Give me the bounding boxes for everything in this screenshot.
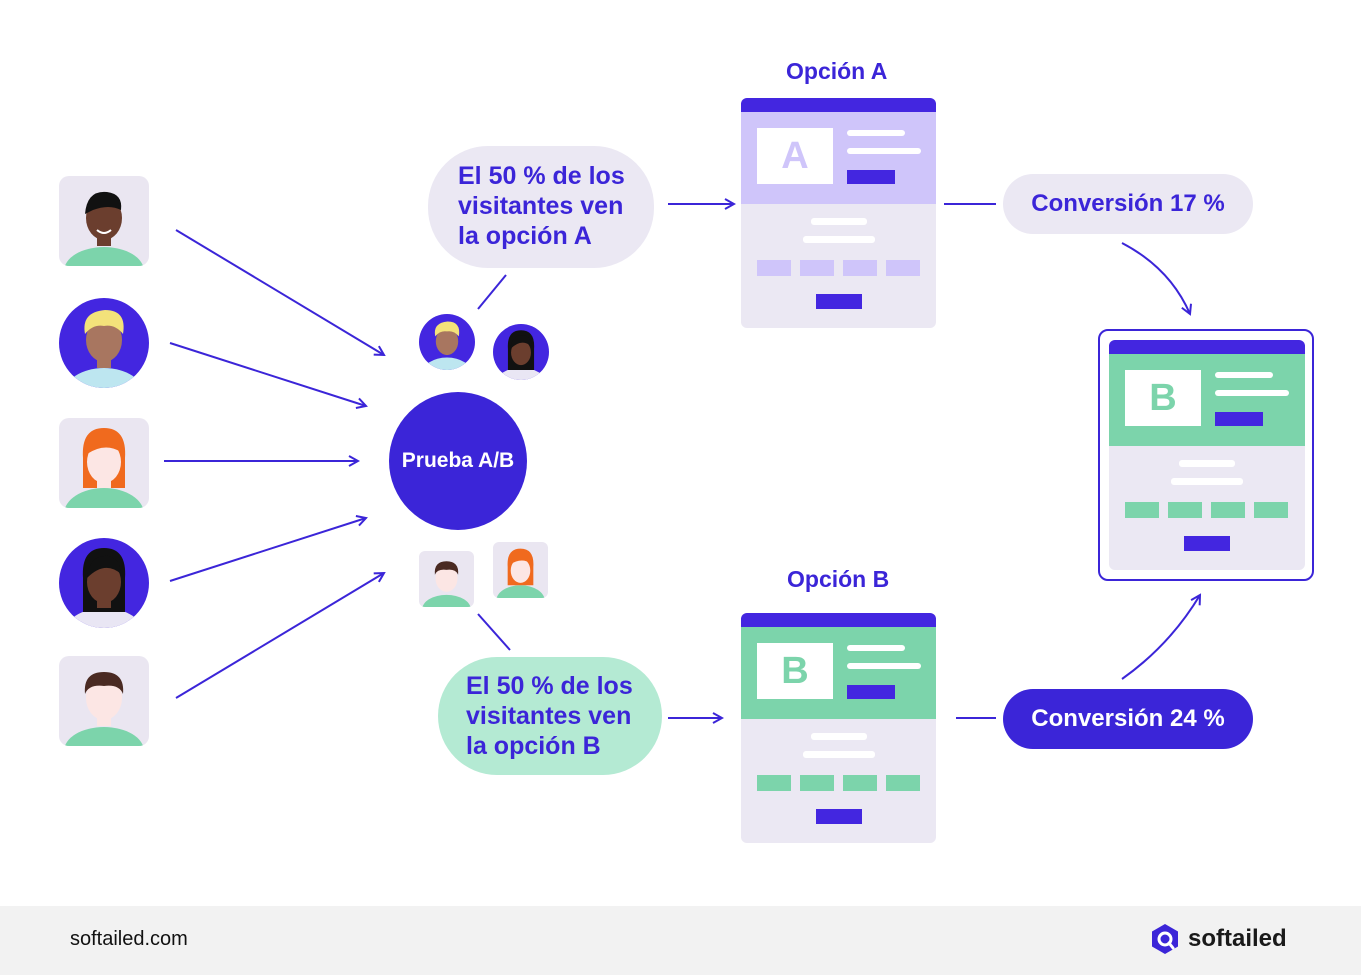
link-bubble-b — [477, 613, 511, 651]
bubble-a-line-1: El 50 % de los — [458, 162, 625, 190]
feature-tile — [843, 260, 877, 276]
person-icon — [65, 548, 143, 628]
hero-image: B — [757, 643, 833, 699]
small-avatar-bottom-2 — [493, 542, 548, 598]
hero-cta — [847, 170, 895, 184]
visitor-avatar-5 — [59, 656, 149, 746]
visitor-avatar-2 — [59, 298, 149, 388]
page-header-bar — [741, 98, 936, 112]
arrow-user-1 — [175, 229, 384, 355]
small-avatar-top-1 — [419, 314, 475, 370]
arrow-user-4 — [169, 518, 366, 582]
hero-letter: A — [781, 134, 809, 177]
ab-test-label: Prueba A/B — [401, 449, 515, 472]
hero-text-line — [1215, 390, 1289, 396]
page-hero: B — [1109, 354, 1305, 446]
bubble-b-line-3: la opción B — [466, 732, 601, 760]
feature-tile — [1254, 502, 1288, 518]
body-text-line — [803, 236, 875, 243]
hero-text-line — [847, 130, 905, 136]
feature-tile — [757, 260, 791, 276]
feature-tile — [800, 775, 834, 791]
visitor-avatar-4 — [59, 538, 149, 628]
winner-frame: B — [1098, 329, 1314, 581]
hero-text-line — [847, 663, 921, 669]
page-cta — [816, 294, 862, 309]
conversion-b-label: Conversión 24 % — [1031, 705, 1225, 732]
small-avatar-bottom-1 — [419, 551, 474, 607]
body-text-line — [1171, 478, 1243, 485]
conversion-a-label: Conversión 17 % — [1031, 190, 1225, 217]
conversion-b-pill: Conversión 24 % — [1003, 689, 1253, 749]
hero-text-line — [847, 645, 905, 651]
page-mockup-option-a: A — [741, 98, 936, 328]
footer-bar — [0, 906, 1361, 975]
page-cta — [1184, 536, 1230, 551]
bubble-b-line-1: El 50 % de los — [466, 672, 633, 700]
page-header-bar — [1109, 340, 1305, 354]
bubble-option-b: El 50 % de los visitantes ven la opción … — [438, 657, 662, 775]
hero-image: A — [757, 128, 833, 184]
hero-cta — [847, 685, 895, 699]
small-avatar-top-2 — [493, 324, 549, 380]
visitor-avatar-1 — [59, 176, 149, 266]
body-text-line — [1179, 460, 1235, 467]
feature-tile — [1168, 502, 1202, 518]
person-icon — [64, 672, 144, 746]
hero-letter: B — [1149, 376, 1177, 419]
feature-tile — [800, 260, 834, 276]
link-bubble-a — [477, 274, 507, 310]
hero-text-line — [847, 148, 921, 154]
hero-cta — [1215, 412, 1263, 426]
person-icon — [496, 330, 546, 380]
hero-letter: B — [781, 649, 809, 692]
bubble-a-line-2: visitantes ven — [458, 192, 624, 220]
page-header-bar — [741, 613, 936, 627]
footer-url: softailed.com — [70, 928, 188, 950]
brand-logo: softailed — [1150, 923, 1287, 955]
person-icon — [64, 191, 144, 266]
feature-tile — [843, 775, 877, 791]
person-icon — [65, 310, 143, 388]
arrow-user-5 — [175, 573, 384, 699]
softailed-logo-icon — [1152, 924, 1178, 954]
bubble-option-a: El 50 % de los visitantes ven la opción … — [428, 146, 654, 268]
option-a-title: Opción A — [786, 58, 888, 84]
person-icon — [422, 561, 471, 607]
bubble-b-line-2: visitantes ven — [466, 702, 632, 730]
hero-image: B — [1125, 370, 1201, 426]
bubble-a-line-3: la opción A — [458, 222, 592, 250]
body-text-line — [811, 733, 867, 740]
page-mockup-winner: B — [1109, 340, 1305, 570]
person-icon — [422, 321, 472, 370]
feature-tile — [1125, 502, 1159, 518]
arrow-user-2 — [169, 342, 366, 406]
hero-text-line — [1215, 372, 1273, 378]
page-hero: B — [741, 627, 936, 719]
feature-tile — [886, 260, 920, 276]
page-mockup-option-b: B — [741, 613, 936, 843]
page-hero: A — [741, 112, 936, 204]
body-text-line — [811, 218, 867, 225]
person-icon — [496, 548, 545, 598]
feature-tile — [757, 775, 791, 791]
ab-test-node: Prueba A/B — [389, 392, 527, 530]
arrow-conversion-a-to-winner — [1121, 242, 1190, 314]
visitor-avatar-3 — [59, 418, 149, 508]
feature-tile — [1211, 502, 1245, 518]
conversion-a-pill: Conversión 17 % — [1003, 174, 1253, 234]
person-icon — [65, 428, 143, 508]
body-text-line — [803, 751, 875, 758]
feature-tile — [886, 775, 920, 791]
arrow-conversion-b-to-winner — [1121, 595, 1200, 680]
page-cta — [816, 809, 862, 824]
brand-name: softailed — [1188, 925, 1287, 952]
option-b-title: Opción B — [787, 566, 890, 592]
